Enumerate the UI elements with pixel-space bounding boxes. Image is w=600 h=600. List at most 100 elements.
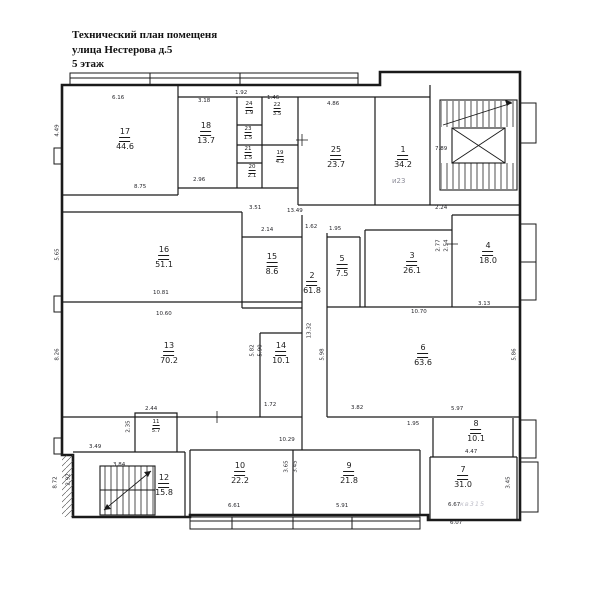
dimension-label: 1.95 (329, 226, 342, 232)
room-divider (163, 351, 175, 356)
dimension-label: 2.77 (435, 239, 442, 252)
room-area: 44.6 (116, 142, 134, 151)
room-area: 10.1 (272, 356, 290, 365)
dimension-label: 10.60 (156, 311, 172, 317)
room-divider (266, 262, 278, 267)
room-area: 1.5 (243, 135, 253, 141)
dimension-label-stair-width: 7.89 (435, 146, 448, 152)
dimension-label: 3.45 (505, 476, 512, 489)
dimension-label: 6.67 (448, 502, 461, 508)
room-number: 24 (245, 101, 253, 107)
room-divider (457, 475, 469, 480)
dimension-label: 1.95 (407, 421, 420, 427)
room-number: 2 (309, 271, 315, 280)
room-area: 13.7 (197, 136, 215, 145)
room-divider (482, 251, 494, 256)
dimension-label: 5.97 (451, 406, 464, 412)
room-label-10: 10 22.2 (231, 462, 249, 485)
room-number: 23 (244, 126, 252, 132)
room-divider (306, 281, 318, 286)
room-area: 7.5 (335, 269, 349, 278)
room-area: 1.9 (244, 110, 254, 116)
staircase-upper (439, 99, 518, 191)
room-area: 3.5 (272, 111, 282, 117)
room-area: 23.7 (327, 160, 345, 169)
room-number: 18 (200, 121, 212, 130)
dimension-label: 3.18 (198, 98, 211, 104)
room-area: 63.6 (414, 358, 432, 367)
room-number: 12 (158, 473, 170, 482)
dimension-label: 4.47 (465, 449, 478, 455)
room-area: 4.2 (275, 159, 285, 165)
balconies (53, 72, 539, 530)
room-area: 10.1 (467, 434, 485, 443)
room-number: 20 (248, 164, 256, 170)
staircase-lower (62, 455, 156, 517)
dimension-label: 5.65 (54, 248, 61, 261)
dimension-label: 3.82 (351, 405, 364, 411)
room-divider (330, 155, 342, 160)
dimension-label: 6.16 (112, 95, 125, 101)
dimension-label: 8.75 (134, 184, 147, 190)
room-number: 1 (400, 145, 406, 154)
room-label-17: 17 44.6 (116, 128, 134, 151)
room-area: 5.7 (151, 428, 161, 434)
unit-mark-label: и23 (392, 177, 406, 185)
dimension-label: 2.44 (145, 406, 158, 412)
room-divider (276, 156, 284, 160)
dimension-label: 8.72 (52, 476, 59, 489)
dimension-label: 10.70 (411, 309, 427, 315)
room-divider (343, 471, 355, 476)
dimension-label: 3.49 (89, 444, 102, 450)
room-divider (248, 170, 256, 174)
room-area: 70.2 (160, 356, 178, 365)
room-area: 22.2 (231, 476, 249, 485)
watermark-label: кв315 (460, 500, 486, 508)
room-area: 34.2 (394, 160, 412, 169)
dimension-label: 3.65 (283, 460, 290, 473)
dimension-label: 2.96 (193, 177, 206, 183)
room-label-14: 14 10.1 (272, 342, 290, 365)
room-number: 17 (119, 127, 131, 136)
room-area: 2.1 (247, 173, 257, 179)
room-number: 15 (266, 252, 278, 261)
dimension-label: 1.46 (267, 95, 280, 101)
dimension-label: 13.49 (287, 208, 303, 214)
room-area: 31.0 (454, 480, 472, 489)
room-area: 26.1 (403, 266, 421, 275)
plan-title-line1: Технический план помещеня (72, 29, 218, 41)
room-number: 3 (409, 251, 415, 260)
room-number: 14 (275, 341, 287, 350)
room-divider (245, 107, 253, 111)
plan-title: Технический план помещеня улица Нестеров… (72, 28, 217, 72)
room-area: 15.8 (155, 488, 173, 497)
dimension-label: 5.86 (511, 348, 518, 361)
room-divider (158, 483, 170, 488)
room-number: 4 (485, 241, 491, 250)
interior-walls (62, 85, 520, 520)
dimension-label: 5.91 (336, 503, 349, 509)
room-divider (417, 353, 429, 358)
dimension-label: 3.13 (478, 301, 491, 307)
room-divider (234, 471, 246, 476)
room-number: 10 (234, 461, 246, 470)
dimension-label: 2.24 (435, 205, 448, 211)
plan-title-line3: 5 этаж (72, 58, 105, 71)
room-number: 8 (473, 419, 479, 428)
room-area: 18.0 (479, 256, 497, 265)
dimension-label: 3.45 (292, 460, 299, 473)
